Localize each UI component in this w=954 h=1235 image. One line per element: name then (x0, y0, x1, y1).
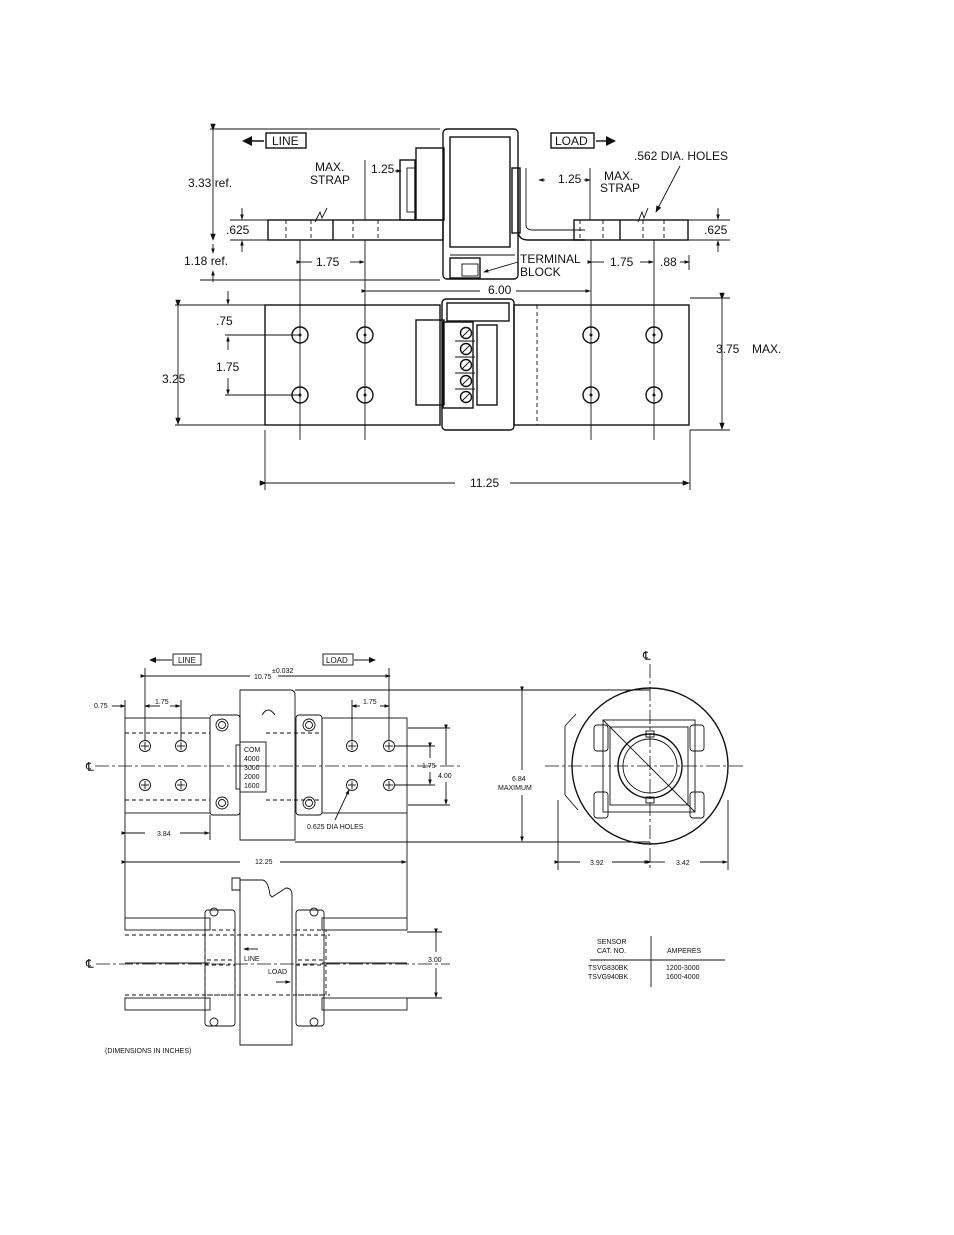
right-plate (513, 304, 690, 426)
max-strap-right-2: STRAP (600, 181, 640, 195)
table-row-2-amps: 1600-4000 (666, 974, 700, 981)
terminal-label-2: BLOCK (520, 265, 561, 279)
dim-1075-label: 10.75 (254, 674, 272, 681)
end-view: ℄ 3.92 3.42 (545, 649, 745, 870)
side-view (210, 128, 689, 280)
dim-max-label: MAX. (752, 342, 781, 356)
load-tag-label: LOAD (555, 134, 588, 148)
dim-175-right-label: 1.75 (610, 255, 634, 269)
dim-384-label: 3.84 (157, 831, 171, 838)
centerline-symbol-top: ℄ (642, 649, 651, 663)
tap-label-com: COM (244, 747, 261, 754)
fig2-left-plate (124, 717, 211, 814)
centerline-symbol-2: ℄ (85, 957, 94, 971)
dim-625-right-label: .625 (704, 223, 728, 237)
terminal-screws (455, 326, 475, 404)
sensor-table: SENSOR CAT. NO. AMPERES TSVG830BK 1200-3… (588, 936, 725, 987)
dim-684-label-2: MAXIMUM (498, 785, 532, 792)
fig2-load-arrow-label: LOAD (268, 969, 287, 976)
dim-1075-tol: ±0.032 (272, 668, 293, 675)
max-strap-left-1: MAX. (315, 160, 344, 174)
units-note: (DIMENSIONS IN INCHES) (105, 1048, 191, 1055)
table-row-1-amps: 1200-3000 (666, 965, 700, 972)
fig2-line-arrow-label: LINE (244, 956, 260, 963)
dim-075-label-fig2: 0.75 (94, 703, 108, 710)
table-row-2-cat: TSVG940BK (588, 974, 628, 981)
left-plate (264, 304, 441, 426)
table-header-col1-line2: CAT. NO. (597, 948, 626, 955)
dim-075-label: .75 (216, 314, 233, 328)
dim-300-label: 3.00 (428, 957, 442, 964)
fig2-holes (139, 740, 395, 791)
dim-125-left-label: 1.25 (371, 162, 395, 176)
tap-label-2000: 2000 (244, 774, 260, 781)
tap-label-4000: 4000 (244, 756, 260, 763)
dim-342-label: 3.42 (676, 860, 690, 867)
mounting-holes-right (582, 326, 663, 404)
dim-400-label: 4.00 (438, 773, 452, 780)
max-strap-right-1: MAX. (604, 169, 633, 183)
tap-label-3000: 3000 (244, 765, 260, 772)
dim-375-label: 3.75 (716, 342, 740, 356)
table-header-col2: AMPERES (667, 948, 702, 955)
fig2-load-tag: LOAD (326, 656, 348, 665)
front-view: COM 4000 3000 2000 1600 (124, 668, 408, 841)
line-tag-label: LINE (272, 134, 299, 148)
holes-label: .562 DIA. HOLES (634, 149, 728, 163)
fig2-line-tag: LINE (178, 656, 196, 665)
dim-125-right-label: 1.25 (558, 172, 582, 186)
dim-175-vert-label: 1.75 (216, 360, 240, 374)
tap-label-1600: 1600 (244, 783, 260, 790)
dim-325-label: 3.25 (162, 372, 186, 386)
terminal-label-1: TERMINAL (520, 252, 581, 266)
figure-1-sensor-dimensions: LINE LOAD (162, 123, 781, 490)
sensor-outline-circle (571, 687, 729, 845)
dim-1125-label: 11.25 (470, 476, 499, 490)
dim-118-label: 1.18 ref. (184, 254, 228, 268)
dim-1225-label: 12.25 (255, 859, 273, 866)
dim-392-label: 3.92 (590, 860, 604, 867)
figure-2-sensor-dimensions: LINE LOAD 10.75 ±0.032 0.75 1.75 1.75 (85, 649, 745, 1055)
plan-view (175, 297, 730, 431)
dim-333-label: 3.33 ref. (188, 176, 232, 190)
dim-600-label: 6.00 (488, 283, 512, 297)
plan-view-fig2: LINE LOAD (124, 870, 408, 1046)
dim-175-left-label: 1.75 (316, 255, 340, 269)
max-strap-left-2: STRAP (310, 173, 350, 187)
fig2-holes-label: 0.625 DIA HOLES (307, 824, 364, 831)
right-bus-bar (573, 219, 689, 241)
table-header-col1-line1: SENSOR (597, 939, 627, 946)
terminal-block-side (449, 257, 481, 279)
dim-684-label-1: 6.84 (512, 776, 526, 783)
dim-175-vert-fig2: 1.75 (422, 763, 436, 770)
sensor-body-side (442, 128, 519, 280)
mounting-holes-left (291, 326, 374, 404)
terminal-block-plan (442, 321, 474, 409)
line-direction-tag: LINE (242, 132, 307, 149)
left-bus-bar (267, 219, 444, 241)
dim-175-b-label: 1.75 (363, 699, 377, 706)
fig2-right-plate (321, 717, 408, 814)
load-direction-tag: LOAD (550, 132, 616, 149)
dim-088-label: .88 (660, 255, 677, 269)
dim-175-a-label: 1.75 (155, 699, 169, 706)
dim-625-left-label: .625 (226, 223, 250, 237)
centerline-symbol-1: ℄ (85, 760, 94, 774)
table-row-1-cat: TSVG830BK (588, 965, 628, 972)
